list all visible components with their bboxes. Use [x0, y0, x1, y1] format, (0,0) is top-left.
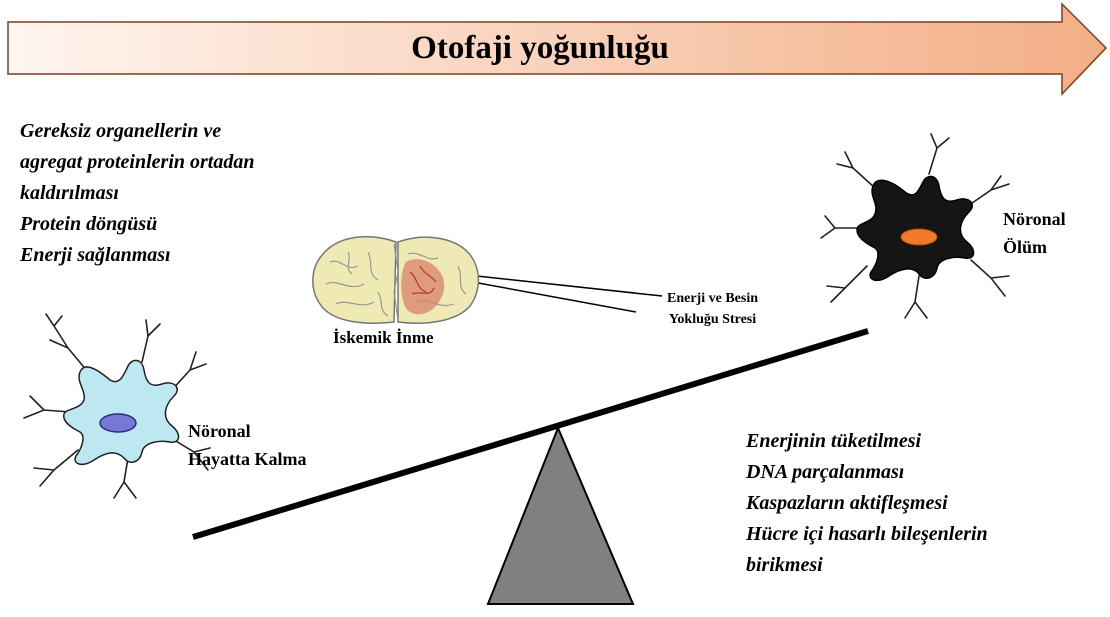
survival-label-line: Nöronal: [188, 417, 307, 445]
brain-illustration: [308, 232, 483, 332]
stress-label: Enerji ve Besin Yokluğu Stresi: [667, 288, 758, 330]
death-label-line: Nöronal: [1003, 205, 1066, 233]
stress-label-line: Yokluğu Stresi: [667, 309, 758, 330]
stress-label-line: Enerji ve Besin: [667, 288, 758, 309]
death-label-line: Ölüm: [1003, 233, 1066, 261]
survival-label: Nöronal Hayatta Kalma: [188, 417, 307, 473]
death-label: Nöronal Ölüm: [1003, 205, 1066, 261]
survival-label-line: Hayatta Kalma: [188, 445, 307, 473]
seesaw-fulcrum: [488, 428, 633, 604]
brain-label: İskemik İnme: [333, 328, 434, 348]
death-neuron: [815, 130, 1025, 325]
survival-neuron: [10, 310, 220, 510]
